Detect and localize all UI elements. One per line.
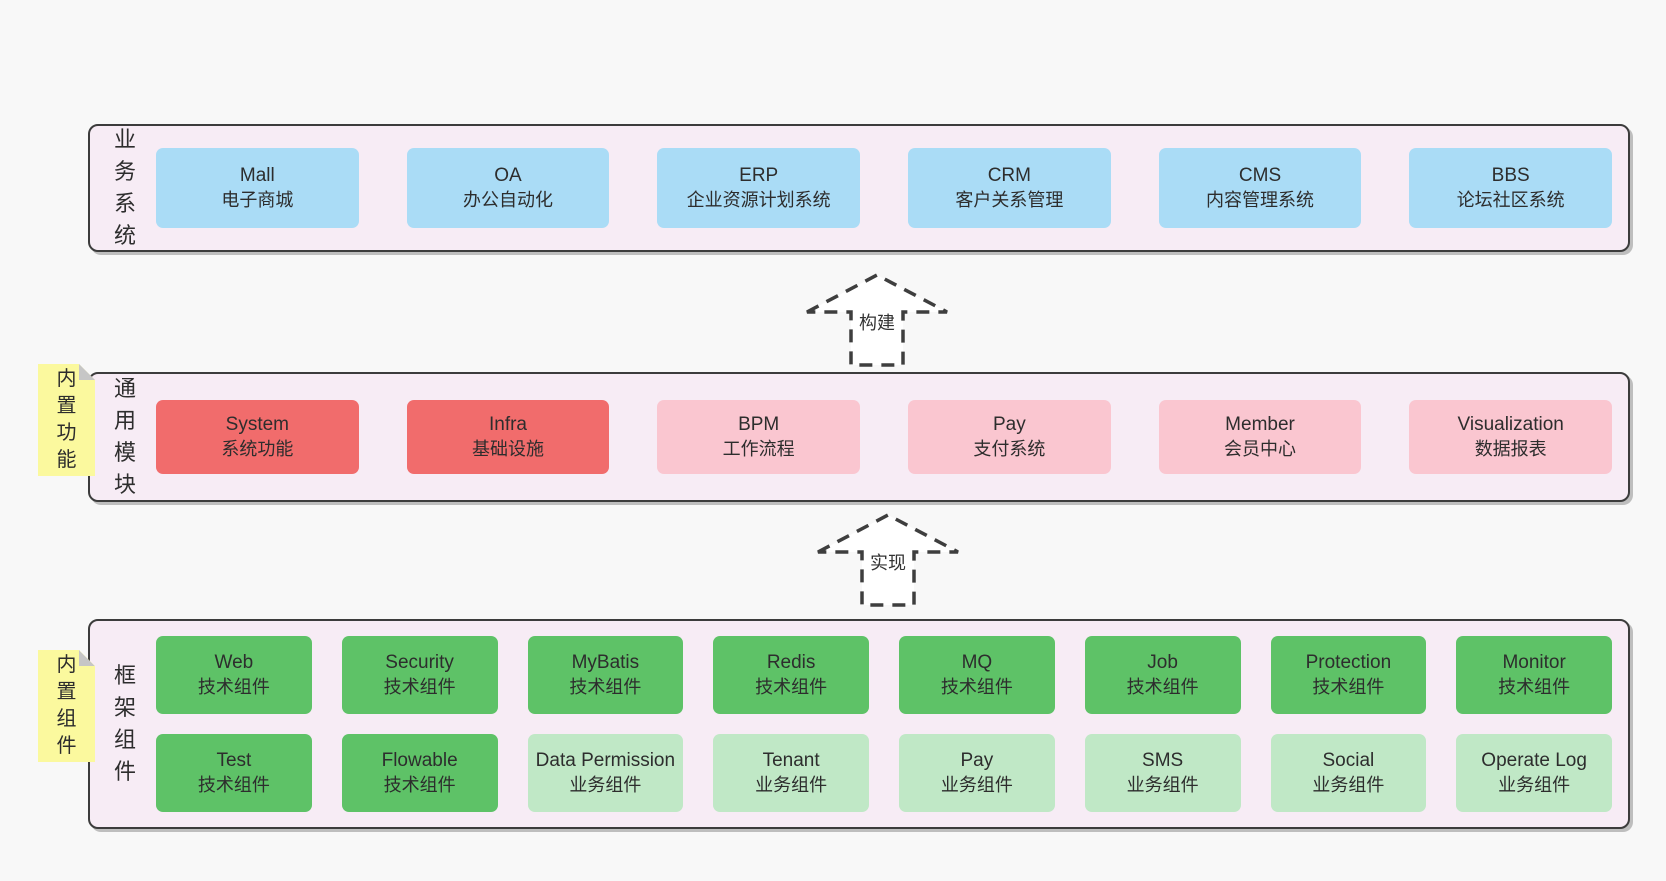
box-tenant: Tenant 业务组件 bbox=[713, 734, 869, 812]
arrow-build-label: 构建 bbox=[855, 308, 899, 336]
components-row-1: Web 技术组件 Security 技术组件 MyBatis 技术组件 Redi… bbox=[156, 636, 1612, 714]
box-mall: Mall 电子商城 bbox=[156, 148, 359, 228]
modules-box-row: System 系统功能 Infra 基础设施 BPM 工作流程 Pay 支付系统… bbox=[156, 400, 1613, 474]
layer-framework-components: 框架组件 Web 技术组件 Security 技术组件 MyBatis 技术组件… bbox=[88, 619, 1630, 829]
arrow-implement-label: 实现 bbox=[866, 548, 910, 576]
layer-label-components: 框架组件 bbox=[113, 663, 136, 784]
box-test: Test 技术组件 bbox=[156, 734, 312, 812]
box-pay-business: Pay 业务组件 bbox=[899, 734, 1055, 812]
box-security: Security 技术组件 bbox=[341, 636, 498, 714]
box-system: System 系统功能 bbox=[156, 400, 359, 474]
arrow-build: 构建 bbox=[797, 270, 957, 368]
box-infra: Infra 基础设施 bbox=[406, 400, 610, 474]
box-member: Member 会员中心 bbox=[1158, 400, 1362, 474]
box-operate-log: Operate Log 业务组件 bbox=[1456, 734, 1612, 812]
box-oa: OA 办公自动化 bbox=[406, 148, 610, 228]
box-job: Job 技术组件 bbox=[1084, 636, 1241, 714]
box-erp: ERP 企业资源计划系统 bbox=[657, 148, 861, 228]
box-protection: Protection 技术组件 bbox=[1270, 636, 1427, 714]
box-crm: CRM 客户关系管理 bbox=[908, 148, 1111, 228]
layer-common-modules: 通用模块 System 系统功能 Infra 基础设施 BPM 工作流程 Pay… bbox=[88, 372, 1630, 502]
box-visualization: Visualization 数据报表 bbox=[1409, 400, 1613, 474]
business-box-row: Mall 电子商城 OA 办公自动化 ERP 企业资源计划系统 CRM 客户关系… bbox=[156, 148, 1613, 228]
box-mybatis: MyBatis 技术组件 bbox=[527, 636, 684, 714]
components-row-2: Test 技术组件 Flowable 技术组件 Data Permission … bbox=[156, 734, 1612, 812]
note-built-in-features: 内置功能 bbox=[38, 364, 95, 476]
layer-label-business: 业务系统 bbox=[113, 127, 136, 248]
box-bbs: BBS 论坛社区系统 bbox=[1409, 148, 1613, 228]
layer-business-systems: 业务系统 Mall 电子商城 OA 办公自动化 ERP 企业资源计划系统 CRM… bbox=[88, 124, 1630, 252]
box-flowable: Flowable 技术组件 bbox=[341, 734, 498, 812]
arrow-implement: 实现 bbox=[808, 510, 968, 608]
box-monitor: Monitor 技术组件 bbox=[1456, 636, 1612, 714]
box-web: Web 技术组件 bbox=[156, 636, 312, 714]
layer-label-modules: 通用模块 bbox=[113, 376, 136, 497]
box-bpm: BPM 工作流程 bbox=[657, 400, 861, 474]
components-rows: Web 技术组件 Security 技术组件 MyBatis 技术组件 Redi… bbox=[156, 636, 1612, 812]
box-redis: Redis 技术组件 bbox=[713, 636, 869, 714]
box-cms: CMS 内容管理系统 bbox=[1158, 148, 1362, 228]
note-built-in-components: 内置组件 bbox=[38, 650, 95, 762]
box-social: Social 业务组件 bbox=[1270, 734, 1427, 812]
box-data-permission: Data Permission 业务组件 bbox=[527, 734, 684, 812]
box-sms: SMS 业务组件 bbox=[1084, 734, 1241, 812]
box-mq: MQ 技术组件 bbox=[899, 636, 1055, 714]
note-fold-icon bbox=[79, 364, 95, 380]
box-pay: Pay 支付系统 bbox=[908, 400, 1111, 474]
